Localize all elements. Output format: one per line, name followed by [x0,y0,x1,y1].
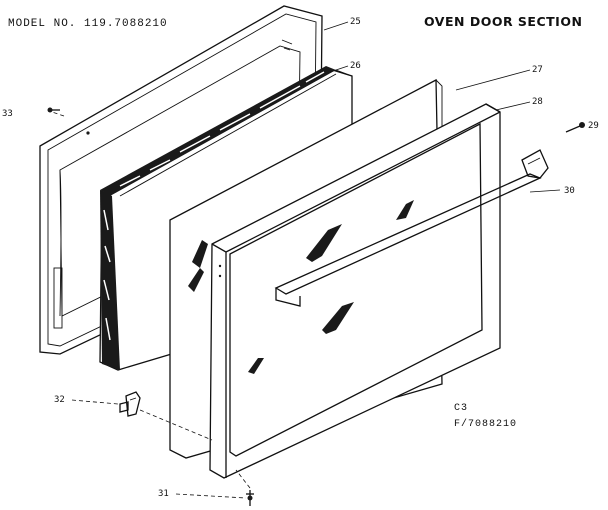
part-28-inner-frame [209,103,501,479]
callout-31: 31 [158,489,169,499]
part-29-screw [565,122,585,133]
model-number: MODEL NO. 119.7088210 [8,18,168,30]
callout-26: 26 [350,61,361,71]
part-33-screw [47,107,60,113]
part-32-hinge-clip [119,391,141,417]
callout-30: 30 [564,186,575,196]
callout-33: 33 [2,109,13,119]
leader-lines [51,21,561,499]
part-31-screw [246,490,254,506]
callout-32: 32 [54,395,65,405]
callout-27: 27 [532,65,543,75]
callout-28: 28 [532,97,543,107]
diagram-code-f: F/7088210 [454,418,517,430]
section-title: OVEN DOOR SECTION [424,14,582,29]
diagram-code-c3: C3 [454,403,468,414]
part-30-handle [274,149,549,307]
callout-25: 25 [350,17,361,27]
callout-29: 29 [588,121,599,131]
